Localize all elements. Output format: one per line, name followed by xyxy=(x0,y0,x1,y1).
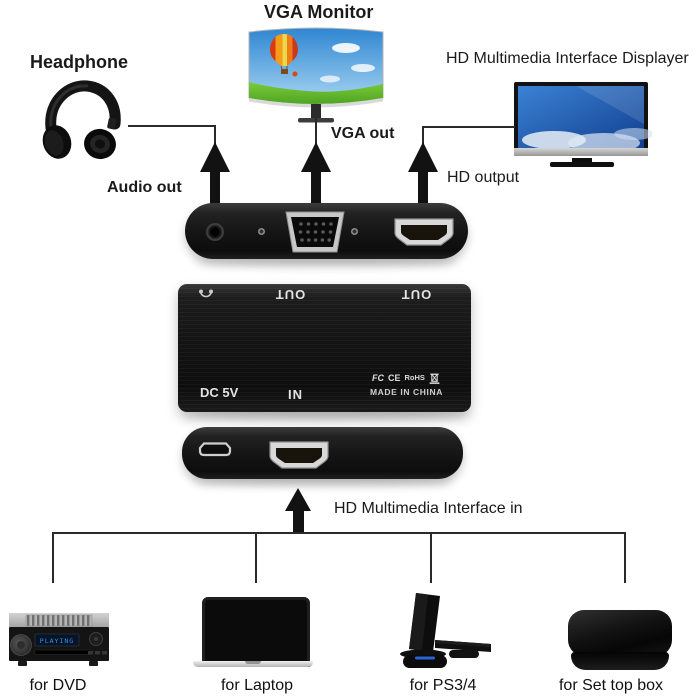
laptop-notch xyxy=(245,661,261,664)
laptop-image xyxy=(202,597,310,667)
headphone-icon xyxy=(199,289,213,298)
audio-out-label: Audio out xyxy=(107,179,182,196)
stb-drop-line xyxy=(624,532,626,583)
tv-connector-line xyxy=(422,126,515,128)
ps-drop-line xyxy=(430,532,432,583)
dvd-display xyxy=(34,633,80,647)
vga-out-label: VGA out xyxy=(331,125,395,142)
dc-5v-marking: DC 5V xyxy=(200,385,239,400)
monitor-stand xyxy=(311,104,321,118)
dvd-player-image: PLAYING xyxy=(9,613,109,666)
hdmi-in-label: HD Multimedia Interface in xyxy=(334,500,523,517)
adapter-top-shadow xyxy=(195,256,460,266)
vga-monitor-label: VGA Monitor xyxy=(264,2,374,22)
vga-monitor-image xyxy=(248,27,384,123)
ce-mark: CE xyxy=(388,372,401,383)
vga-screw-left xyxy=(258,228,265,235)
hd-output-label: HD output xyxy=(447,169,520,186)
hdmi-out-port xyxy=(394,218,454,246)
adapter-bottom-shadow xyxy=(192,475,454,485)
source-bus-line xyxy=(52,532,626,534)
laptop-drop-line xyxy=(255,532,257,583)
rohs-mark: RoHS xyxy=(404,373,425,382)
ps-console-image xyxy=(400,593,491,668)
made-in-marking: MADE IN CHINA xyxy=(370,387,443,397)
hd-displayer-label: HD Multimedia Interface Displayer xyxy=(446,50,689,67)
weee-bin-icon xyxy=(429,373,440,384)
hot-air-balloon xyxy=(270,34,298,66)
vga-out-arrow xyxy=(301,142,331,205)
dvd-display-text: PLAYING xyxy=(40,637,74,645)
source-label-laptop: for Laptop xyxy=(220,677,294,694)
adapter-top-face: OUT OUT DC 5V IN FC CE RoHS MADE IN CHIN… xyxy=(178,284,471,412)
source-label-ps: for PS3/4 xyxy=(409,677,477,694)
source-label-dvd: for DVD xyxy=(29,677,87,694)
out-marking-left: OUT xyxy=(274,287,306,302)
headphone-connector-line xyxy=(128,125,216,127)
hd-output-arrow xyxy=(408,142,438,205)
vga-screw-right xyxy=(351,228,358,235)
vga-port xyxy=(285,211,345,253)
set-top-box-image xyxy=(568,610,672,670)
ps-controller xyxy=(403,655,447,668)
laptop-base xyxy=(193,661,313,667)
in-marking: IN xyxy=(288,387,303,402)
certification-marks: FC CE RoHS xyxy=(372,371,440,384)
headphone-image xyxy=(42,80,121,160)
audio-out-arrow xyxy=(200,142,230,205)
micro-usb-port xyxy=(198,442,232,457)
fcc-mark: FC xyxy=(372,372,384,383)
audio-jack-port xyxy=(206,223,224,241)
dvd-drop-line xyxy=(52,532,54,583)
hd-tv-image xyxy=(514,82,652,167)
hdmi-in-arrow xyxy=(285,488,311,533)
headphone-label: Headphone xyxy=(30,52,129,72)
out-marking-right: OUT xyxy=(400,287,432,302)
hdmi-in-port xyxy=(269,441,329,469)
source-label-stb: for Set top box xyxy=(558,677,664,694)
